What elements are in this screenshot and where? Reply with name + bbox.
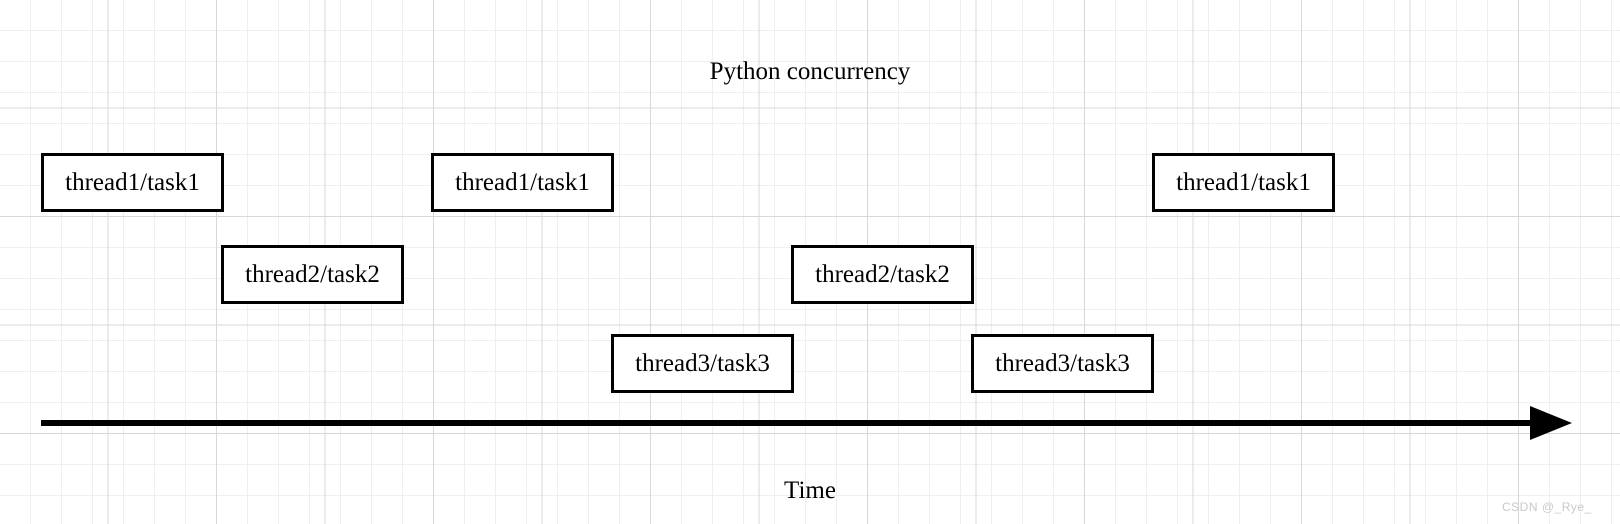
task-box-label: thread3/task3 — [635, 350, 770, 377]
task-box-label: thread2/task2 — [815, 261, 950, 288]
task-box-label: thread1/task1 — [1176, 169, 1311, 196]
task-box-label: thread2/task2 — [245, 261, 380, 288]
diagram-title: Python concurrency — [709, 58, 911, 85]
time-axis-arrowhead — [1530, 406, 1572, 440]
time-axis-label: Time — [784, 477, 836, 504]
task-box-label: thread1/task1 — [65, 169, 200, 196]
task-box-thread2: thread2/task2 — [791, 245, 974, 304]
task-box-thread3: thread3/task3 — [971, 334, 1154, 393]
watermark: CSDN @_Rye_ — [1502, 500, 1592, 514]
task-box-thread3: thread3/task3 — [611, 334, 794, 393]
task-box-thread1: thread1/task1 — [41, 153, 224, 212]
task-box-label: thread1/task1 — [455, 169, 590, 196]
task-box-thread1: thread1/task1 — [1152, 153, 1335, 212]
task-box-label: thread3/task3 — [995, 350, 1130, 377]
task-box-thread2: thread2/task2 — [221, 245, 404, 304]
task-box-thread1: thread1/task1 — [431, 153, 614, 212]
time-axis — [41, 406, 1572, 440]
